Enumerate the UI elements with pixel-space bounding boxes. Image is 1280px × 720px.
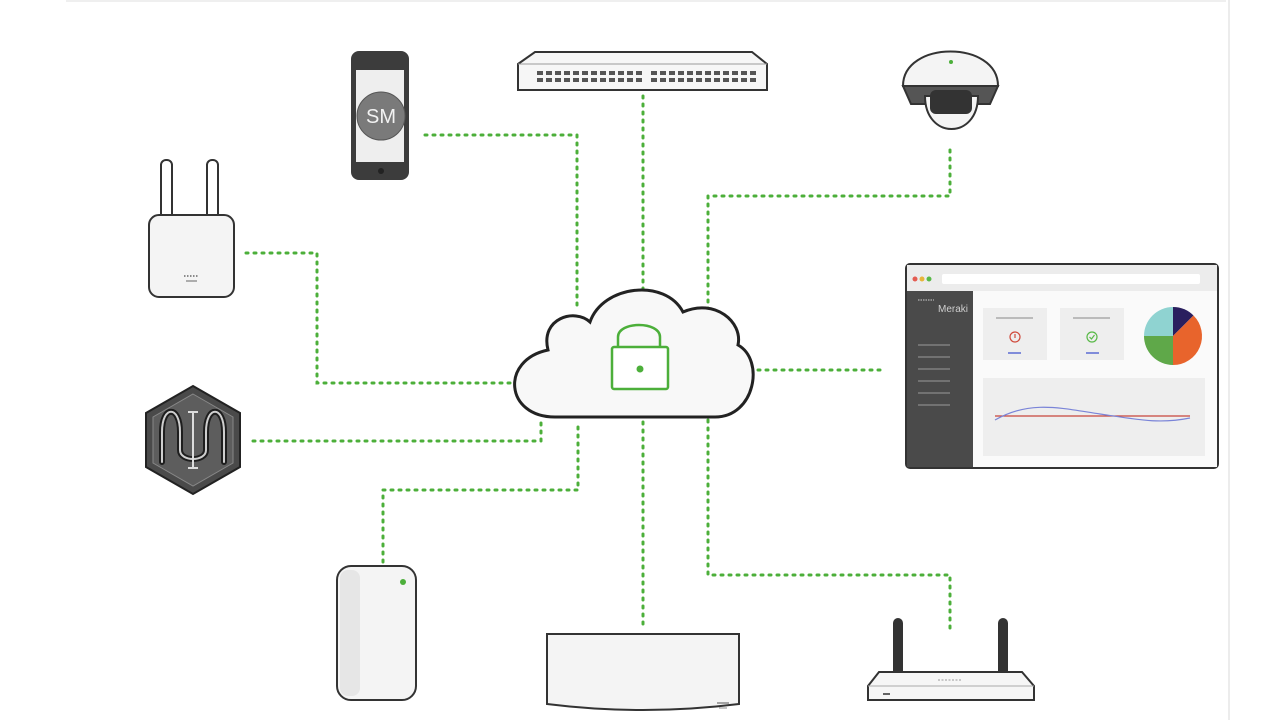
switch-port <box>582 71 588 75</box>
line-graph-icon <box>994 406 1191 422</box>
connector-router <box>706 418 952 634</box>
switch-port <box>678 71 684 75</box>
connector-sensor <box>251 418 543 443</box>
pie-slice <box>1144 307 1173 336</box>
window-maximize-dot <box>926 276 932 282</box>
switch-port <box>651 71 657 75</box>
switch-port <box>609 78 615 82</box>
switch-port <box>732 71 738 75</box>
top-divider <box>66 0 1226 2</box>
switch-port <box>750 71 756 75</box>
switch-port <box>741 78 747 82</box>
switch-port <box>618 71 624 75</box>
switch-port <box>636 71 642 75</box>
switch-port <box>723 71 729 75</box>
switch-port <box>669 71 675 75</box>
connector-phone <box>423 133 579 312</box>
switch-port <box>546 71 552 75</box>
network-switch-icon <box>517 51 768 91</box>
switch-port <box>537 78 543 82</box>
switch-ports <box>537 71 756 82</box>
switch-port <box>723 78 729 82</box>
connector-camera <box>706 148 952 314</box>
switch-port <box>600 71 606 75</box>
switch-port <box>555 78 561 82</box>
switch-port <box>705 71 711 75</box>
connector-lines <box>244 94 952 634</box>
connector-cylinder <box>381 420 580 564</box>
switch-port <box>750 78 756 82</box>
dashboard-window-icon: Meraki <box>905 263 1219 469</box>
cloud-lock-icon <box>513 288 755 419</box>
phone-sm-label: SM <box>366 106 396 128</box>
switch-port <box>687 78 693 82</box>
switch-port <box>696 78 702 82</box>
window-close-dot <box>912 276 918 282</box>
mobile-phone-icon: SM <box>351 51 409 180</box>
switch-port <box>618 78 624 82</box>
switch-port <box>600 78 606 82</box>
dashboard-nav <box>918 344 950 406</box>
connector-gateway <box>244 251 514 385</box>
pie-slice <box>1173 315 1202 365</box>
switch-port <box>636 78 642 82</box>
switch-port <box>591 71 597 75</box>
switch-port <box>627 71 633 75</box>
switch-port <box>741 71 747 75</box>
switch-port <box>687 71 693 75</box>
switch-port <box>555 71 561 75</box>
switch-port <box>660 78 666 82</box>
switch-port <box>609 71 615 75</box>
switch-port <box>714 71 720 75</box>
switch-port <box>546 78 552 82</box>
switch-port <box>678 78 684 82</box>
pie-slice <box>1173 307 1194 336</box>
switch-port <box>537 71 543 75</box>
switch-port <box>591 78 597 82</box>
sensor-hexagon-icon <box>145 384 241 496</box>
pie-slice <box>1144 336 1173 365</box>
check-icon <box>1086 331 1098 343</box>
right-divider <box>1228 0 1230 720</box>
pie-chart-icon <box>1144 307 1202 365</box>
switch-port <box>582 78 588 82</box>
switch-port <box>669 78 675 82</box>
switch-port <box>660 71 666 75</box>
switch-port <box>627 78 633 82</box>
switch-port <box>573 78 579 82</box>
switch-port <box>696 71 702 75</box>
switch-port <box>573 71 579 75</box>
alert-icon <box>1009 331 1021 343</box>
switch-port <box>564 71 570 75</box>
router-icon <box>867 618 1035 701</box>
access-point-icon <box>546 633 740 711</box>
switch-port <box>705 78 711 82</box>
wireless-gateway-icon <box>148 159 235 298</box>
switch-port <box>651 78 657 82</box>
window-minimize-dot <box>919 276 925 282</box>
switch-port <box>564 78 570 82</box>
dashboard-brand: Meraki <box>938 304 968 315</box>
cylinder-sensor-icon <box>336 565 417 701</box>
switch-port <box>714 78 720 82</box>
switch-port <box>732 78 738 82</box>
security-camera-icon <box>901 50 1000 130</box>
